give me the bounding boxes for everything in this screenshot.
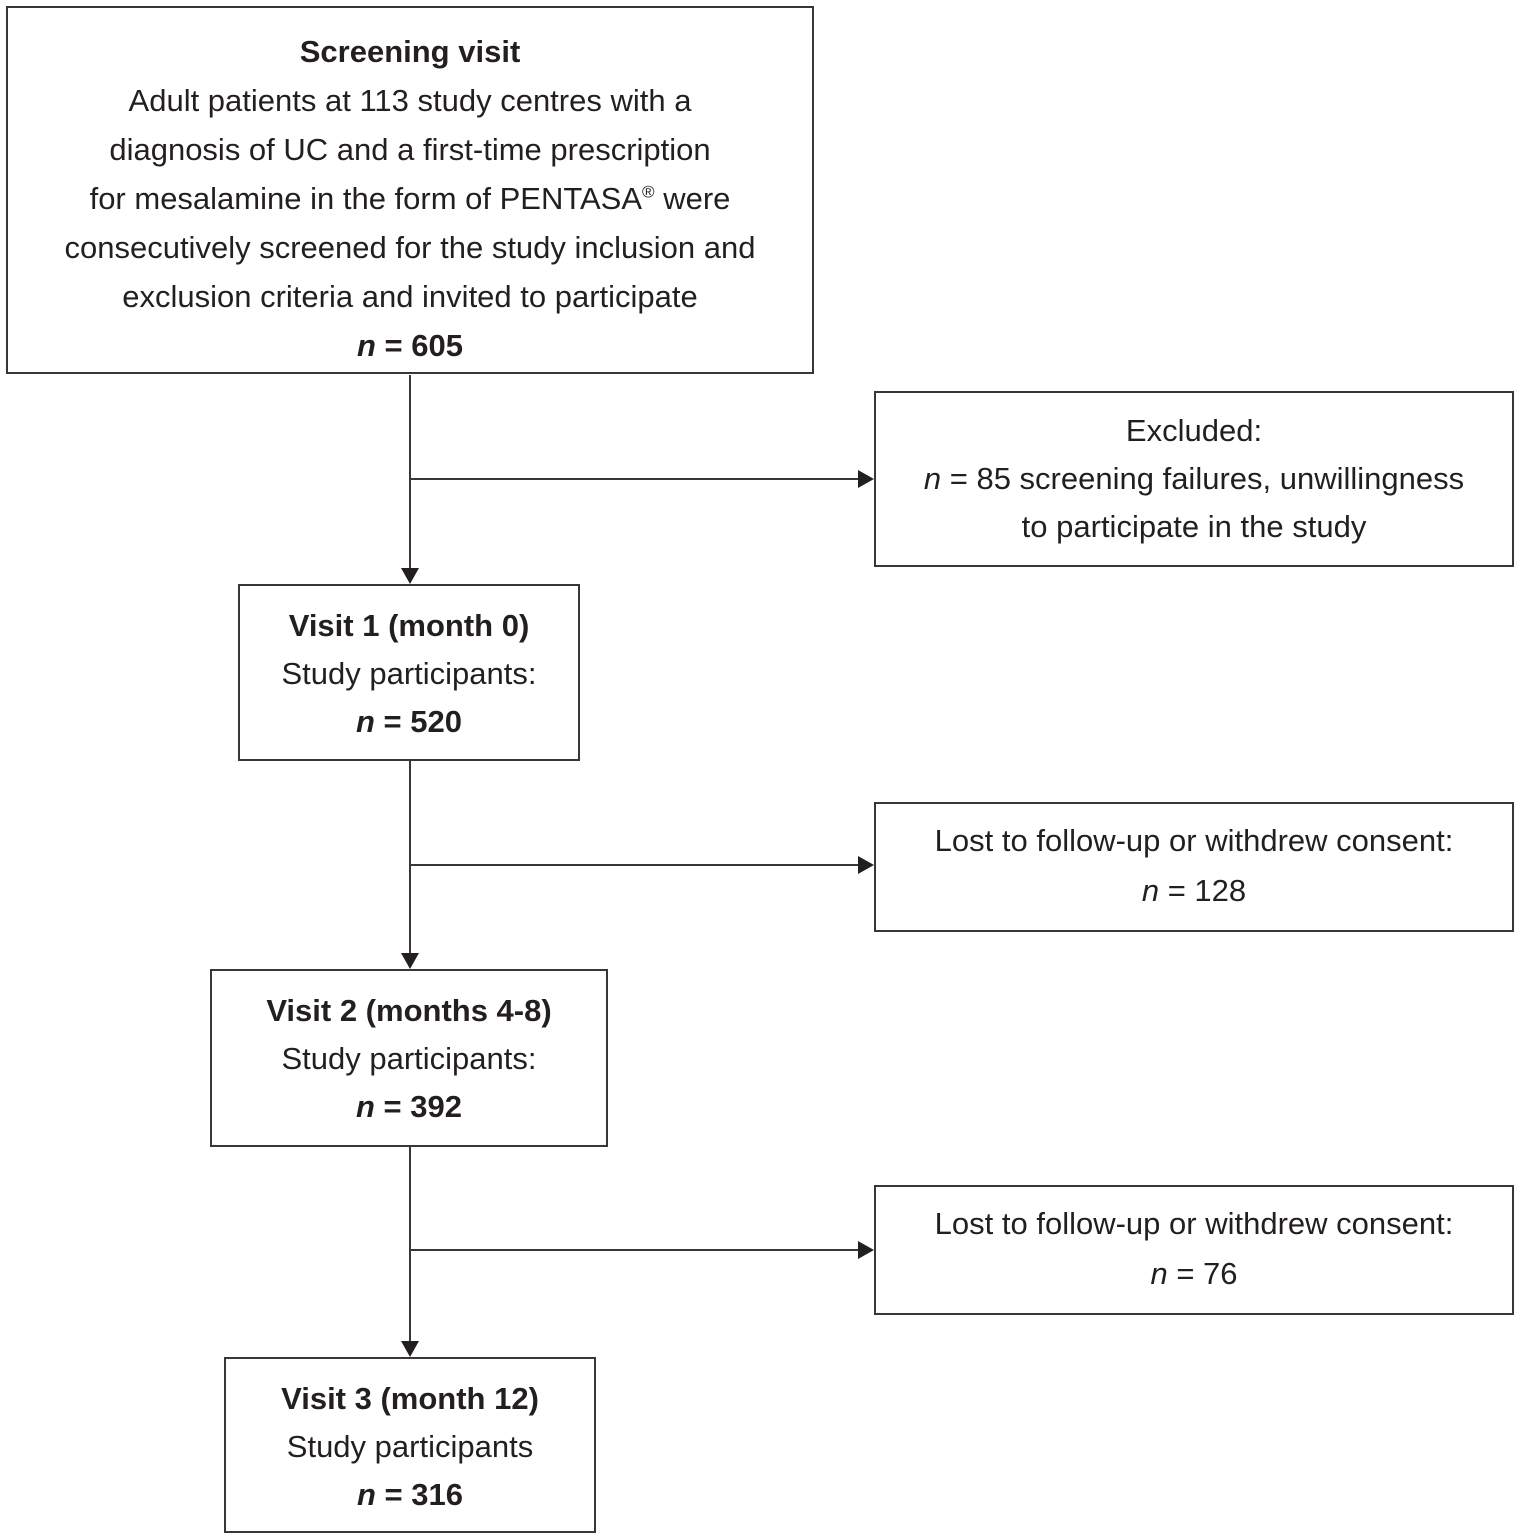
visit2-box: Visit 2 (months 4-8) Study participants:… (210, 969, 608, 1147)
n-symbol: n (357, 328, 376, 363)
visit3-subtitle: Study participants (286, 1429, 534, 1464)
n-value: = 392 (374, 1089, 462, 1124)
n-symbol: n (356, 704, 375, 739)
screening-line1: Adult patients at 113 study centres with… (128, 83, 692, 118)
screening-line5: exclusion criteria and invited to partic… (122, 279, 698, 314)
visit1-n-count: n = 520 (240, 698, 578, 746)
screening-line3-post: were (654, 181, 731, 216)
screening-line4: consecutively screened for the study inc… (64, 230, 756, 265)
visit1-title: Visit 1 (month 0) (288, 608, 530, 643)
excluded-box: Excluded: n = 85 screening failures, unw… (874, 391, 1514, 567)
n-symbol: n (356, 1089, 375, 1124)
visit1-box: Visit 1 (month 0) Study participants: n … (238, 584, 580, 761)
n-value: = 605 (375, 328, 463, 363)
visit2-n-count: n = 392 (212, 1083, 606, 1131)
arrow-right-icon (858, 856, 874, 874)
arrow-down-icon (401, 953, 419, 969)
screening-line3-pre: for mesalamine in the form of PENTASA (89, 181, 643, 216)
connector-branch-excluded (410, 478, 860, 480)
excluded-title: Excluded: (1125, 413, 1263, 448)
n-symbol: n (1141, 873, 1160, 908)
visit3-box: Visit 3 (month 12) Study participants n … (224, 1357, 596, 1533)
screening-visit-box: Screening visit Adult patients at 113 st… (6, 6, 814, 374)
screening-n-count: n = 605 (8, 321, 812, 370)
screening-line2: diagnosis of UC and a first-time prescri… (109, 132, 711, 167)
excluded-line2: to participate in the study (1021, 509, 1367, 544)
connector-visit1-to-visit2 (409, 761, 411, 956)
lost1-box: Lost to follow-up or withdrew consent: n… (874, 802, 1514, 932)
arrow-right-icon (858, 470, 874, 488)
visit3-title: Visit 3 (month 12) (281, 1381, 539, 1416)
connector-branch-lost1 (410, 864, 860, 866)
connector-screening-to-visit1 (409, 375, 411, 571)
n-symbol: n (357, 1477, 376, 1512)
lost1-n-count: n = 128 (876, 866, 1512, 916)
connector-visit2-to-visit3 (409, 1147, 411, 1342)
excluded-n-text: = 85 screening failures, unwillingness (941, 461, 1465, 496)
visit3-n-count: n = 316 (226, 1471, 594, 1519)
visit1-subtitle: Study participants: (281, 656, 537, 691)
connector-branch-lost2 (410, 1249, 860, 1251)
n-symbol: n (923, 461, 942, 496)
lost2-n-count: n = 76 (876, 1249, 1512, 1299)
screening-line3: for mesalamine in the form of PENTASA® w… (8, 174, 812, 223)
registered-trademark-symbol: ® (642, 182, 655, 202)
arrow-down-icon (401, 1341, 419, 1357)
n-value: = 316 (375, 1477, 463, 1512)
excluded-n-line: n = 85 screening failures, unwillingness (876, 455, 1512, 503)
arrow-right-icon (858, 1241, 874, 1259)
screening-title: Screening visit (299, 34, 521, 69)
n-value: = 520 (374, 704, 462, 739)
arrow-down-icon (401, 568, 419, 584)
n-symbol: n (1150, 1256, 1168, 1291)
lost1-line1: Lost to follow-up or withdrew consent: (934, 823, 1454, 858)
n-value: = 128 (1159, 873, 1247, 908)
lost2-box: Lost to follow-up or withdrew consent: n… (874, 1185, 1514, 1315)
n-value: = 76 (1167, 1256, 1238, 1291)
lost2-line1: Lost to follow-up or withdrew consent: (934, 1206, 1454, 1241)
visit2-title: Visit 2 (months 4-8) (266, 993, 552, 1028)
visit2-subtitle: Study participants: (281, 1041, 537, 1076)
